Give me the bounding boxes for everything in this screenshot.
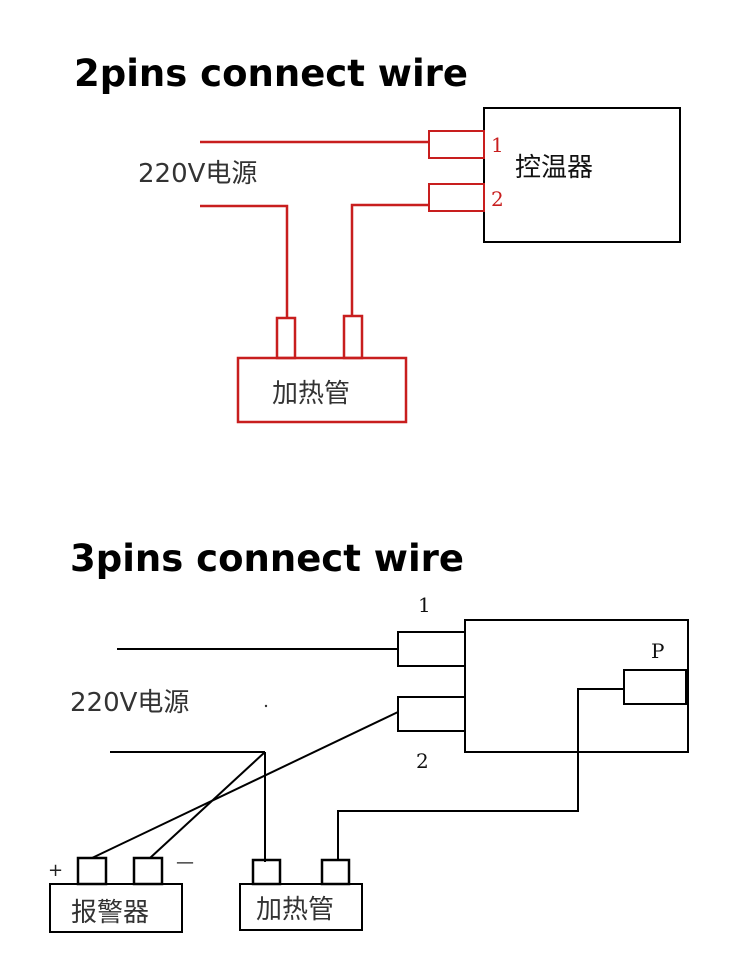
power-label-2pins: 220V电源 <box>138 159 257 189</box>
controller-terminal-1-2pins <box>428 130 485 159</box>
power-label-3pins: 220V电源 <box>70 688 189 718</box>
controller-box-2pins <box>483 107 681 243</box>
wire-p-to-heater <box>337 688 624 860</box>
heater-label-2pins: 加热管 <box>272 379 350 409</box>
stray-dot <box>264 704 268 708</box>
controller-terminal-1-3pins <box>397 631 466 667</box>
controller-terminal-2-2pins <box>428 183 485 212</box>
alarm-terminal-minus <box>132 856 164 886</box>
wire-power-to-heater <box>200 204 289 318</box>
wire-pin2-to-heater <box>350 203 429 316</box>
alarm-label: 报警器 <box>71 898 149 928</box>
controller-label-2pins: 控温器 <box>515 153 593 183</box>
heater-terminal-right-3pins <box>320 858 351 886</box>
alarm-terminal-plus <box>76 856 108 886</box>
heater-label-3pins: 加热管 <box>256 895 334 925</box>
alarm-minus-sign: — <box>176 852 194 873</box>
pin2-label-3pins: 2 <box>416 749 429 773</box>
wire-pin2-to-alarm-plus <box>91 711 399 859</box>
wire-power-to-alarm-minus <box>149 751 266 859</box>
heater-box-2pins <box>236 356 408 424</box>
pin-p-label-3pins: P <box>651 639 664 663</box>
diagram-3pins: 3pins connect wire 1 2 P 220V电源 + — 报警器 … <box>48 537 689 933</box>
heater-terminal-left-3pins <box>251 858 282 886</box>
pin1-label-3pins: 1 <box>418 593 431 617</box>
title-2pins: 2pins connect wire <box>74 52 468 95</box>
heater-box-3pins <box>239 883 363 931</box>
controller-terminal-p-3pins <box>623 669 687 705</box>
title-3pins: 3pins connect wire <box>70 537 464 580</box>
controller-box-3pins <box>464 619 689 753</box>
heater-terminal-left-2pins <box>275 316 297 360</box>
alarm-box <box>49 883 183 933</box>
pin2-label-2pins: 2 <box>491 187 504 211</box>
heater-terminal-right-2pins <box>342 314 364 360</box>
alarm-plus-sign: + <box>48 860 63 881</box>
controller-terminal-2-3pins <box>397 696 466 732</box>
pin1-label-2pins: 1 <box>491 133 504 157</box>
diagram-2pins: 2pins connect wire 控温器 1 2 220V电源 加热管 <box>74 52 681 424</box>
